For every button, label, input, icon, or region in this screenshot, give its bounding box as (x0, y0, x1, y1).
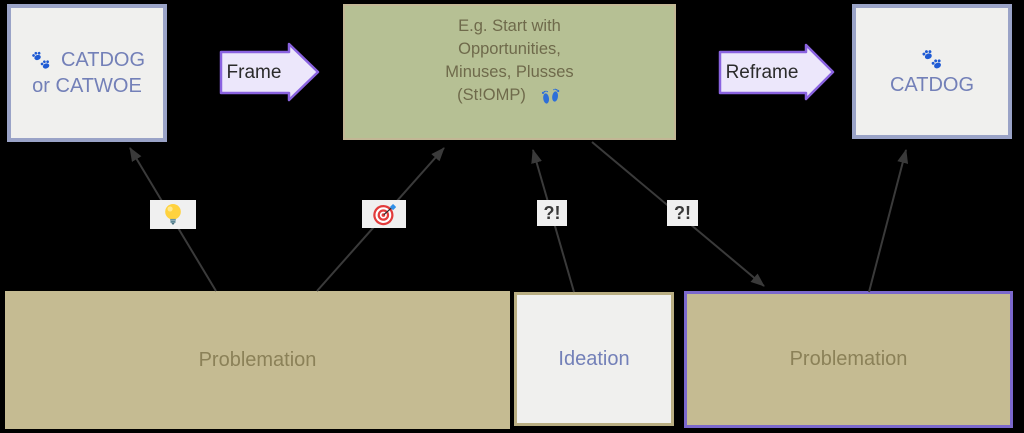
paw-prints-icon (922, 49, 941, 68)
stomp-line-2: Opportunities, (458, 40, 561, 58)
question-badge-text: ?! (674, 202, 691, 223)
node-label: Problemation (789, 348, 908, 370)
node-problemation-left: Problemation (5, 291, 510, 429)
frame-arrow: Frame (219, 42, 321, 102)
node-catdog-or-catwoe: CATDOG or CATWOE (7, 4, 167, 142)
question-badge-2: ?! (667, 200, 698, 226)
node-title: CATDOG (889, 73, 975, 96)
question-badge-1: ?! (537, 200, 567, 226)
frame-arrow-label: Frame (226, 61, 282, 83)
lightbulb-icon (165, 203, 181, 225)
footprints-icon (541, 88, 560, 104)
arrow-problemation-to-catdog (868, 149, 909, 293)
target-badge (362, 200, 406, 228)
catdog-title-line: CATDOG (29, 47, 145, 73)
node-label: Problemation (198, 348, 317, 371)
stomp-line-1: E.g. Start with (458, 17, 561, 35)
node-ideation: Ideation (514, 292, 674, 426)
node-label: Ideation (558, 347, 630, 370)
node-subtitle: or CATWOE (32, 75, 142, 97)
node-problemation-right: Problemation (684, 291, 1013, 428)
target-icon (372, 203, 396, 225)
frame-arrow-shape (219, 42, 320, 102)
node-title: CATDOG (60, 49, 146, 71)
reframe-arrow-shape (718, 43, 835, 101)
node-catdog: CATDOG (852, 4, 1012, 139)
paw-prints-icon (32, 51, 50, 69)
reframe-arrow-label: Reframe (725, 61, 799, 83)
stomp-line-3: Minuses, Plusses (445, 63, 574, 81)
idea-badge (150, 200, 196, 229)
question-badge-text: ?! (543, 202, 561, 223)
reframe-arrow: Reframe (718, 42, 836, 102)
stomp-line-4: (St!OMP) (457, 86, 526, 104)
node-stomp: E.g. Start with Opportunities, Minuses, … (343, 4, 676, 140)
